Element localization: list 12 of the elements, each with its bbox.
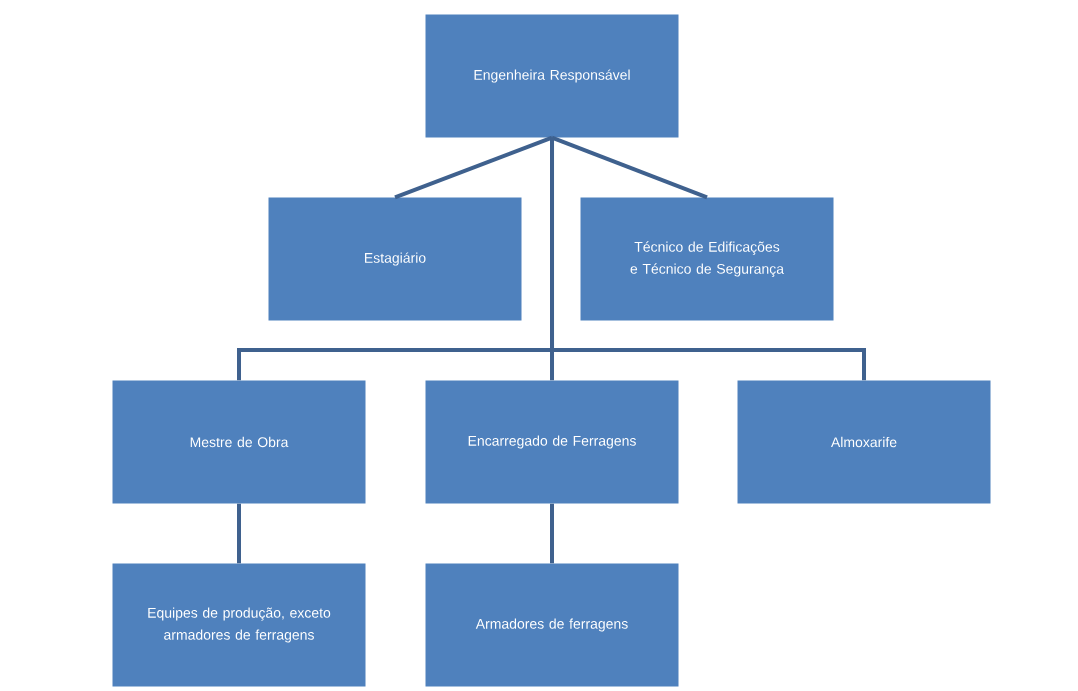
org-box: Encarregado de Ferragens: [425, 380, 679, 504]
connector-line: [551, 135, 708, 200]
org-box: Equipes de produção, exceto armadores de ferragens: [112, 563, 366, 687]
org-box: Almoxarife: [737, 380, 991, 504]
connector-line: [550, 503, 554, 564]
org-box: Armadores de ferragens: [425, 563, 679, 687]
org-box: Técnico de Edificações e Técnico de Segurança: [580, 197, 834, 321]
connector-line: [237, 503, 241, 564]
org-box: Estagiário: [268, 197, 522, 321]
org-box: Mestre de Obra: [112, 380, 366, 504]
org-box: Engenheira Responsável: [425, 14, 679, 138]
connector-line: [394, 135, 553, 200]
